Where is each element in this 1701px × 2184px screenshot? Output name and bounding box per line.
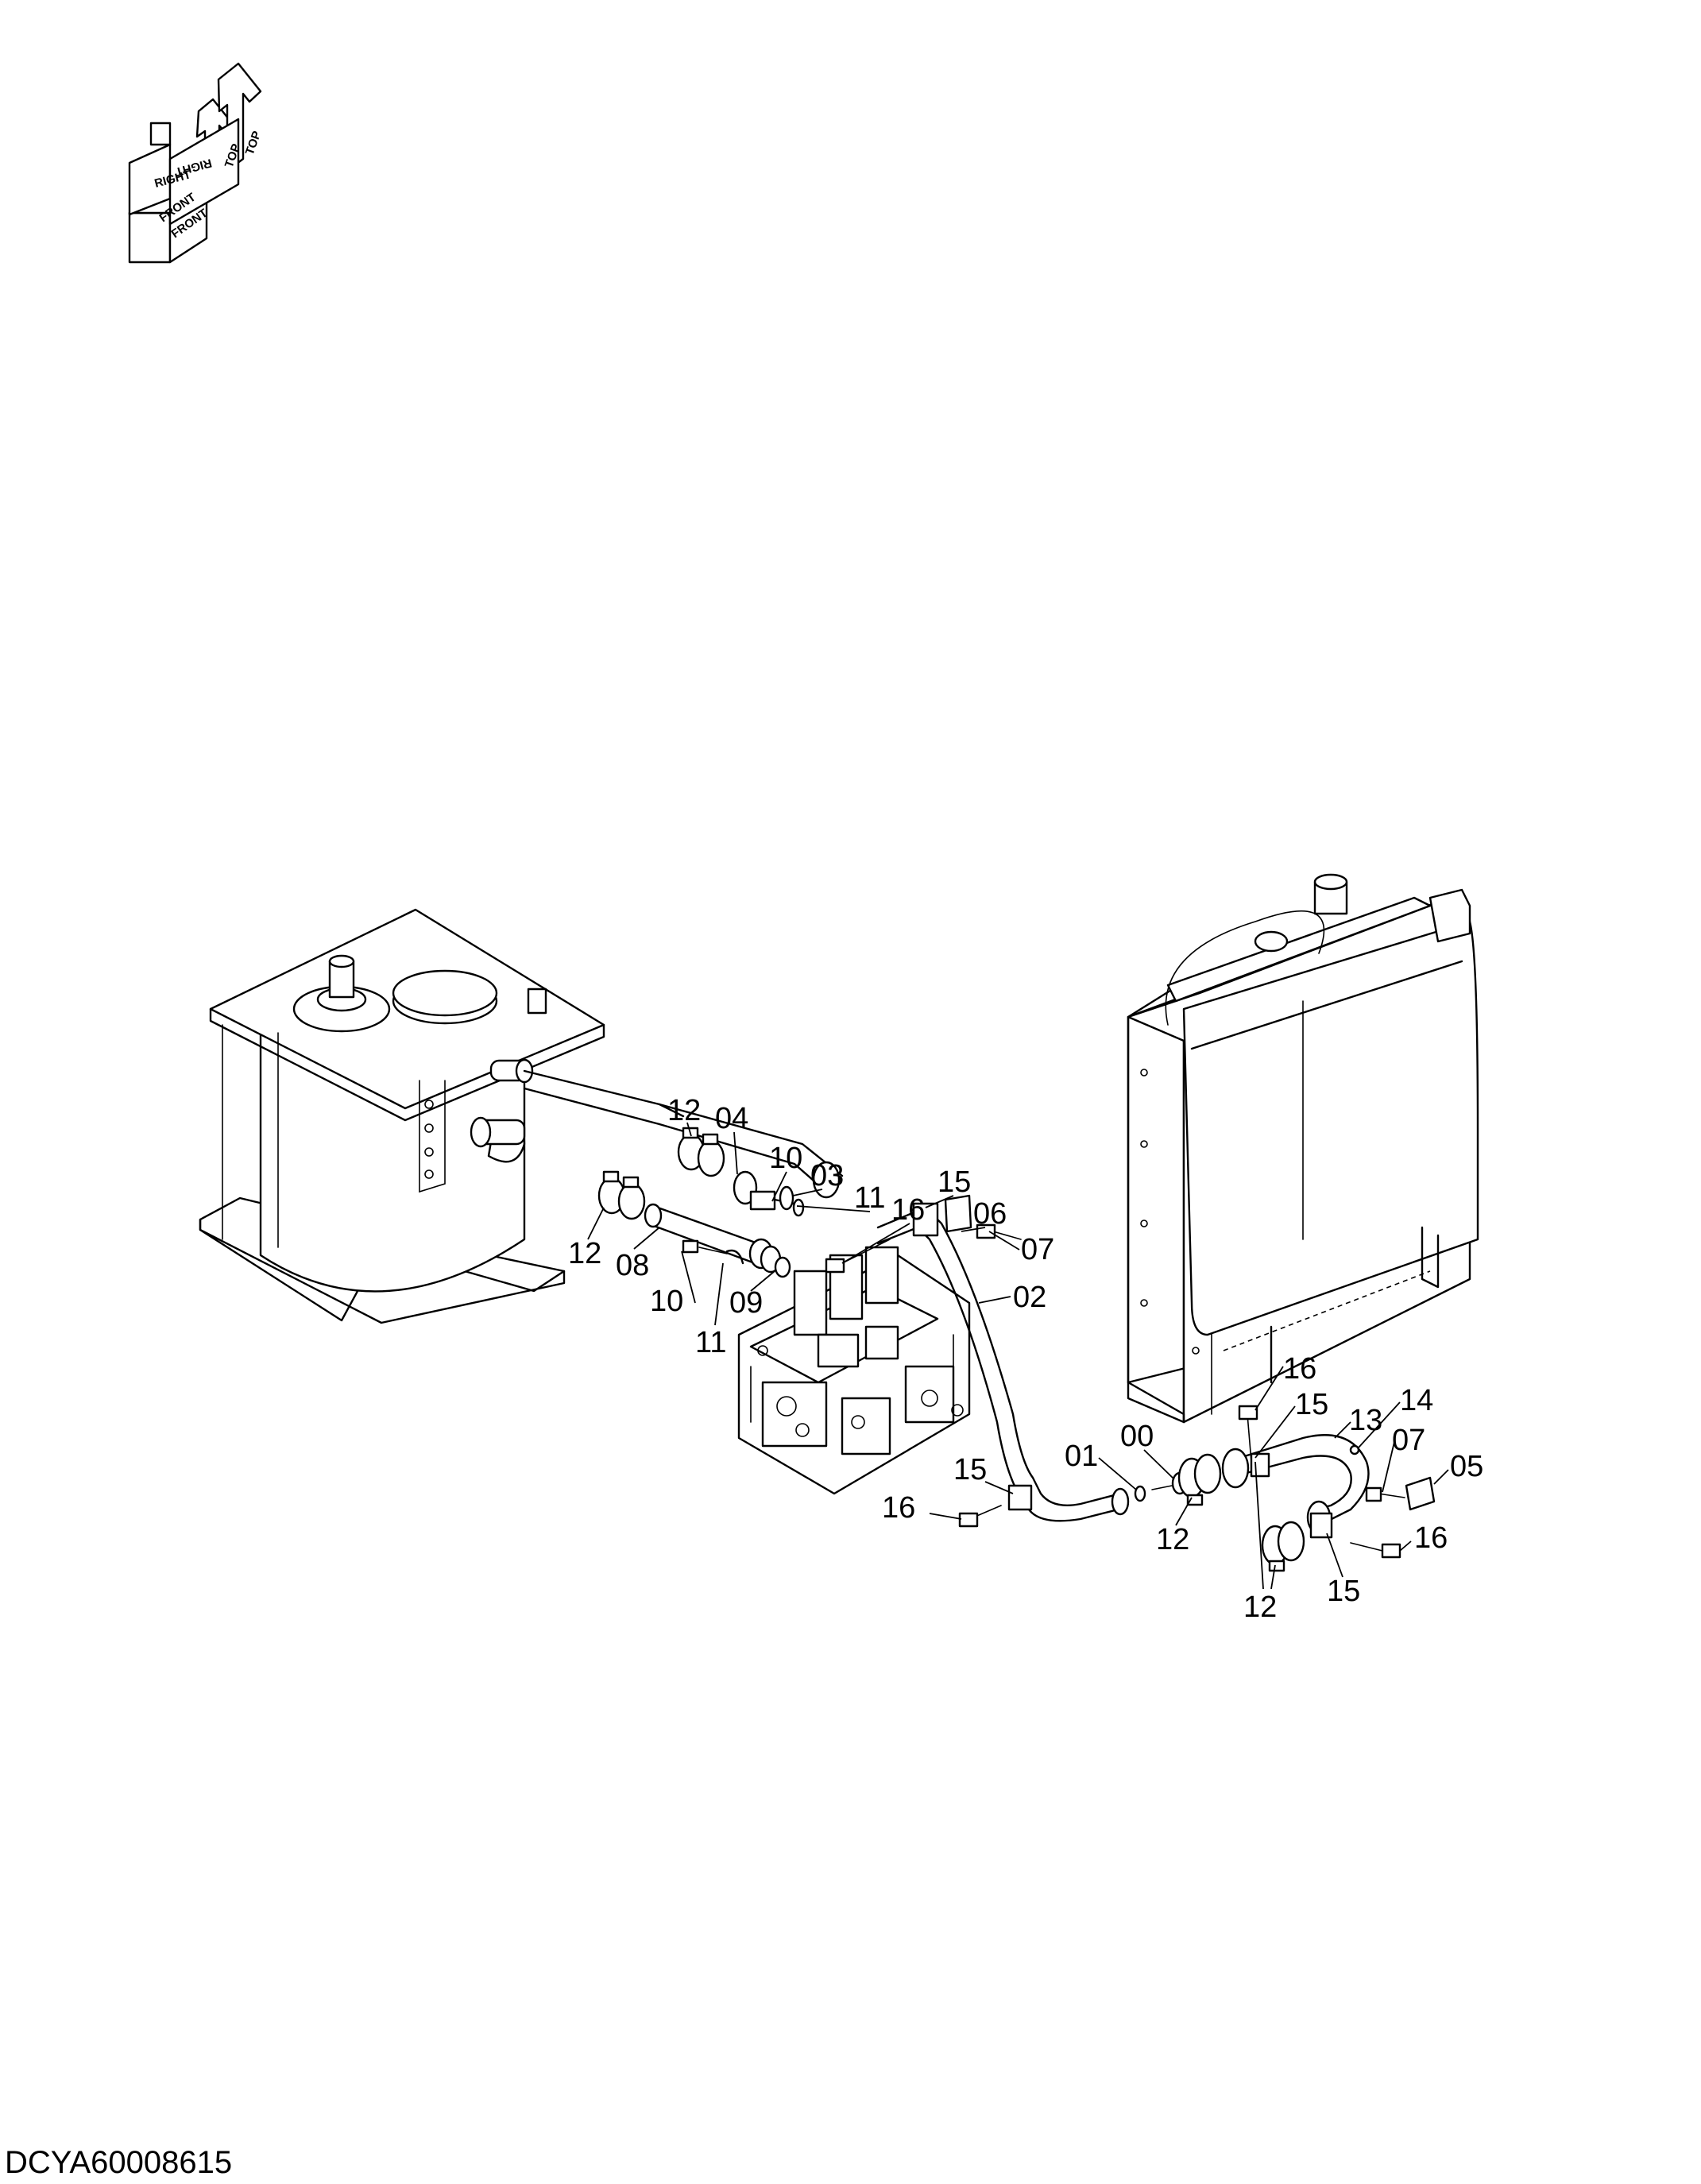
callout-16-d: 16 xyxy=(1414,1521,1448,1555)
callout-07-b: 07 xyxy=(1392,1424,1425,1457)
callout-12-a: 12 xyxy=(667,1094,701,1127)
callout-09: 09 xyxy=(729,1286,763,1320)
hose-clamp-cooler-lower xyxy=(1261,1521,1305,1572)
hose-clamp-lower xyxy=(597,1170,646,1220)
leader-lines xyxy=(587,1122,1449,1590)
orientation-indicator: TOP TOP RIGHT RIGHT FRONT FRONT xyxy=(128,62,264,264)
callout-16-c: 16 xyxy=(882,1491,915,1525)
callout-12-d: 12 xyxy=(1243,1591,1277,1624)
callout-01: 01 xyxy=(1065,1440,1098,1473)
callout-15-a: 15 xyxy=(937,1165,971,1199)
pipe-13 xyxy=(1221,1405,1370,1539)
hydraulic-tank xyxy=(199,908,605,1324)
callout-12-b: 12 xyxy=(568,1237,601,1270)
callout-05: 05 xyxy=(1450,1450,1483,1483)
oil-cooler xyxy=(1127,873,1479,1424)
orientation-label-top-2: TOP xyxy=(243,129,264,157)
callout-07-a: 07 xyxy=(1021,1233,1054,1266)
hose-clamp-cooler-upper xyxy=(1177,1453,1222,1506)
callout-11-a: 11 xyxy=(854,1181,885,1215)
callout-03: 03 xyxy=(810,1159,844,1193)
callout-10-b: 10 xyxy=(650,1285,683,1318)
callout-00: 00 xyxy=(1120,1420,1154,1453)
hose-08 xyxy=(644,1203,791,1278)
callout-12-c: 12 xyxy=(1156,1523,1189,1556)
callout-11-b: 11 xyxy=(695,1326,726,1359)
callout-15-c: 15 xyxy=(953,1453,987,1486)
callout-16-b: 16 xyxy=(1283,1352,1316,1386)
callout-14: 14 xyxy=(1400,1384,1433,1417)
callout-06: 06 xyxy=(973,1197,1007,1231)
bracket-05 xyxy=(1350,1476,1436,1559)
control-valve xyxy=(737,1246,971,1495)
callout-labels: 12 04 10 03 11 16 15 06 07 12 08 10 09 1… xyxy=(568,1094,1483,1624)
callout-10-a: 10 xyxy=(769,1142,802,1175)
callout-04: 04 xyxy=(715,1102,748,1135)
callout-08: 08 xyxy=(616,1249,649,1282)
callout-13: 13 xyxy=(1349,1404,1382,1437)
pipe-02 xyxy=(876,1194,1130,1528)
fittings-group xyxy=(682,1170,805,1265)
callout-15-b: 15 xyxy=(1295,1388,1328,1421)
callout-02: 02 xyxy=(1013,1281,1046,1314)
hose-clamp-upper xyxy=(677,1127,725,1177)
drawing-code: DCYA60008615 xyxy=(5,2145,233,2180)
callout-16-a: 16 xyxy=(891,1193,925,1227)
callout-15-d: 15 xyxy=(1327,1575,1360,1608)
